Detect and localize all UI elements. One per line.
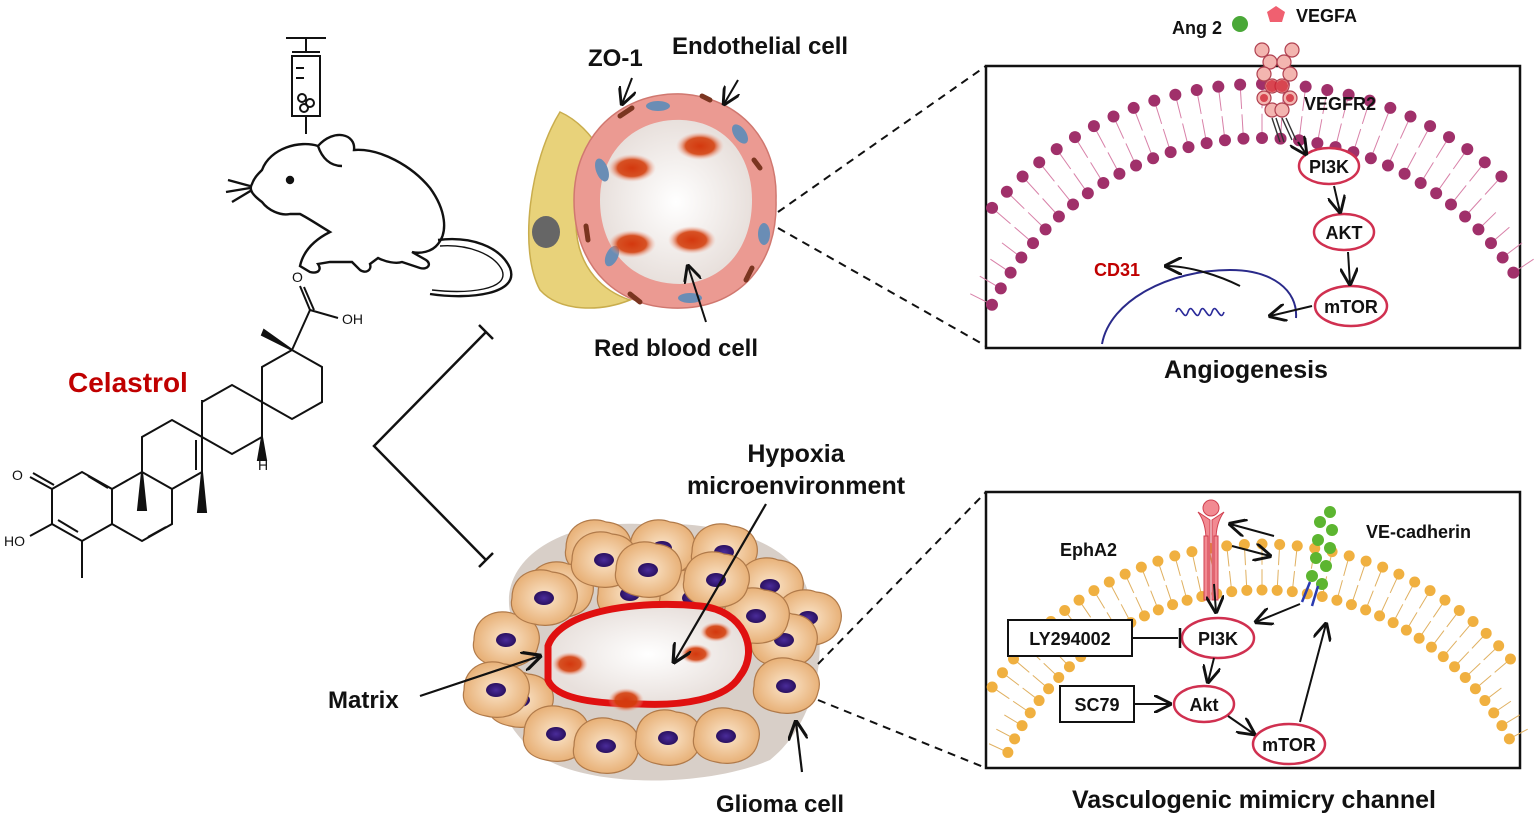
- vm-panel: [984, 490, 1528, 770]
- cd31-label: CD31: [1094, 260, 1140, 280]
- celastrol-structure: [29, 285, 339, 578]
- glioma-cell: [692, 707, 760, 764]
- ly294002-box: [1007, 619, 1133, 657]
- zoom-lines-vm: [817, 491, 987, 769]
- zoom-lines-angio: [777, 65, 987, 347]
- sc79-box: [1059, 685, 1135, 723]
- glioma-cell: [572, 717, 640, 774]
- glioma-cell: [522, 705, 590, 762]
- dna-icon: [1175, 307, 1225, 317]
- vm-channel-title: Vasculogenic mimicry channel: [1072, 786, 1436, 814]
- vecadherin-receptor: [1306, 506, 1338, 590]
- red-blood-cell-label: Red blood cell: [594, 335, 758, 362]
- acid-oh-label: OH: [342, 311, 363, 327]
- glioma-cell: [634, 709, 702, 766]
- vegfa-ligand-icon: [1267, 6, 1285, 22]
- celastrol-label: Celastrol: [68, 367, 188, 398]
- glioma-cell: [682, 551, 750, 608]
- syringe-icon: [286, 37, 326, 134]
- glioma-cell: [752, 657, 820, 714]
- blood-vessel-illustration: [527, 93, 777, 309]
- zo1-label: ZO-1: [588, 45, 643, 72]
- angio-pi3k-node: [1297, 146, 1361, 186]
- angio-pi3k-label: PI3K: [1309, 157, 1349, 177]
- glioma-cell: [614, 541, 682, 598]
- vm-mtor-node: [1251, 722, 1327, 766]
- carbonyl-o-label: O: [292, 269, 303, 285]
- vm-akt-node: [1172, 684, 1236, 724]
- zo1-junctions: [583, 93, 763, 305]
- vm-membrane: [986, 538, 1528, 758]
- hypoxia-label-line1: Hypoxia: [747, 440, 845, 468]
- ly294002-label: LY294002: [1029, 629, 1110, 649]
- vm-akt-label: Akt: [1189, 695, 1218, 715]
- angio-akt-label: AKT: [1326, 223, 1363, 243]
- hydrogen-h-label: H: [258, 457, 268, 473]
- ang2-label: Ang 2: [1172, 18, 1222, 38]
- endothelial-cell-label: Endothelial cell: [672, 33, 848, 60]
- glioma-cell: [510, 569, 578, 626]
- ang2-ligand-icon: [1232, 16, 1248, 32]
- vecadherin-label: VE-cadherin: [1366, 522, 1471, 542]
- vegfr2-label: VEGFR2: [1304, 94, 1376, 114]
- angiogenesis-title: Angiogenesis: [1164, 356, 1328, 384]
- vegfa-label: VEGFA: [1296, 6, 1357, 26]
- vm-pi3k-node: [1180, 616, 1256, 660]
- matrix-label: Matrix: [328, 687, 399, 714]
- epha2-label: EphA2: [1060, 540, 1117, 560]
- sc79-label: SC79: [1074, 695, 1119, 715]
- angiogenesis-panel: [970, 6, 1534, 350]
- vm-pi3k-label: PI3K: [1198, 629, 1238, 649]
- phenol-ho-label: HO: [4, 533, 25, 549]
- mouse-illustration: [225, 37, 513, 298]
- glioma-cell-label: Glioma cell: [716, 791, 844, 818]
- hypoxia-label-line2: microenvironment: [687, 472, 906, 500]
- angio-mtor-label: mTOR: [1324, 297, 1378, 317]
- ketone-o-label: O: [12, 467, 23, 483]
- vm-mtor-label: mTOR: [1262, 735, 1316, 755]
- inhibition-bracket: [372, 324, 494, 568]
- glioma-tumor-illustration: [462, 519, 842, 781]
